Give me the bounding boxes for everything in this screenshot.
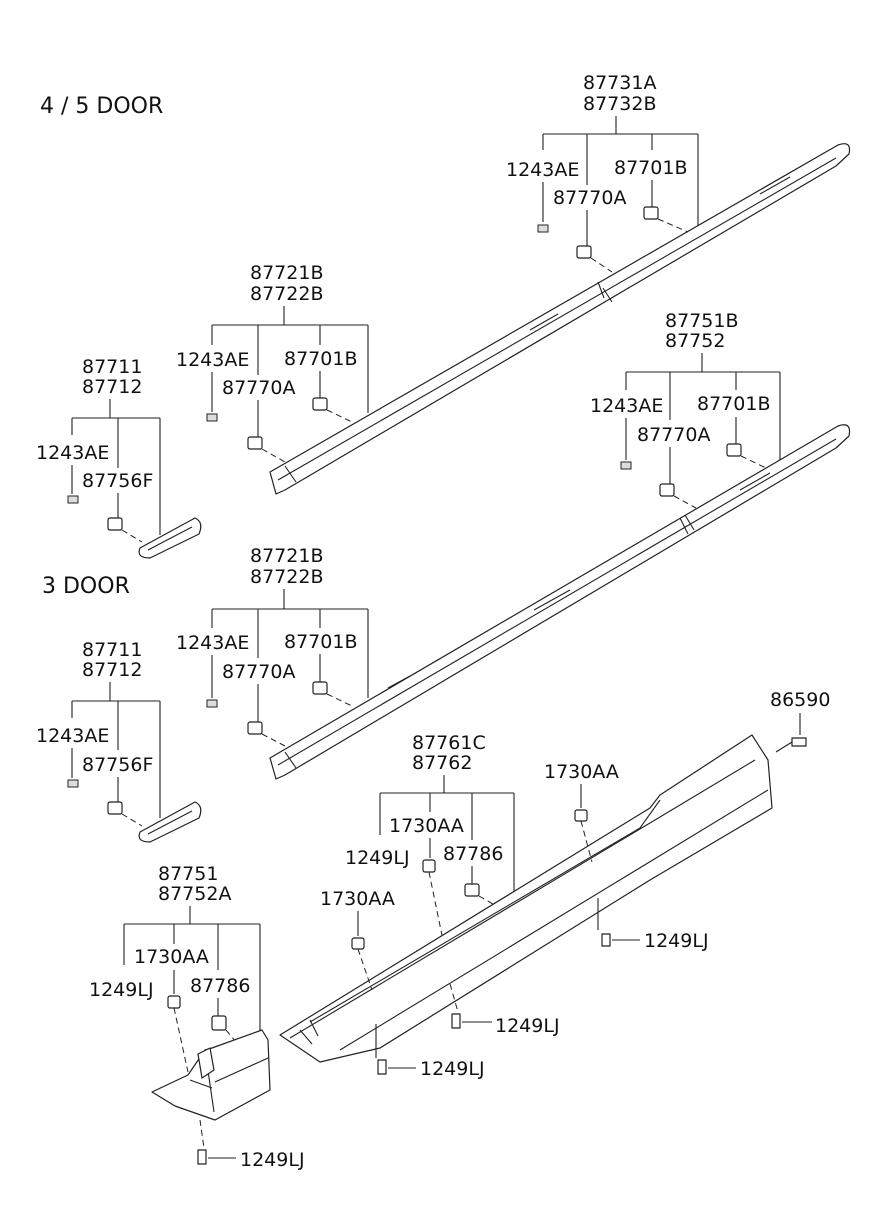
upper-molding	[269, 143, 851, 495]
fastener-label: 87770A	[553, 187, 626, 209]
part-1249lj-b: 1249LJ	[449, 983, 560, 1037]
fastener-label: 1243AE	[176, 349, 249, 371]
fastener-label: 1730AA	[389, 815, 464, 837]
part-label: 87722B	[250, 283, 323, 305]
fastener-label: 87756F	[82, 470, 153, 492]
fastener-label: 1243AE	[176, 632, 249, 654]
part-86590: 86590	[770, 689, 830, 753]
group-87761c: 87761C 87762 1730AA 1249LJ 87786	[345, 732, 515, 946]
fastener-label: 87756F	[82, 754, 153, 776]
group-87721b-upper: 87721B 87722B 1243AE 87770A 87701B	[176, 262, 369, 463]
group-87731a: 87731A 87732B 1243AE 87770A 87701B	[506, 72, 699, 248]
section-title-4-5-door: 4 / 5 DOOR	[40, 94, 163, 119]
fastener-label: 1249LJ	[644, 930, 709, 952]
fastener-clips-g1	[537, 206, 689, 273]
part-label: 87722B	[250, 566, 323, 588]
fastener-label: 1730AA	[134, 946, 209, 968]
part-label: 87732B	[583, 93, 656, 115]
part-label: 87751	[158, 863, 218, 885]
fastener-label: 87770A	[637, 424, 710, 446]
part-1730aa-right: 1730AA	[544, 761, 619, 863]
fastener-label: 1243AE	[506, 159, 579, 181]
fastener-label: 1243AE	[36, 725, 109, 747]
part-label: 87752	[665, 330, 725, 352]
part-1249lj-c: 1249LJ	[375, 1024, 485, 1080]
part-label: 87712	[82, 376, 142, 398]
group-87751b: 87751B 87752 1243AE 87770A 87701B	[590, 310, 781, 509]
fastener-label: 87786	[190, 975, 250, 997]
group-87711-lower: 87711 87712 1243AE 87756F	[36, 639, 202, 843]
part-label: 87751B	[665, 310, 738, 332]
fastener-label: 1249LJ	[89, 979, 154, 1001]
fastener-label: 1249LJ	[495, 1015, 560, 1037]
part-label: 87711	[82, 639, 142, 661]
fastener-label: 1730AA	[320, 888, 395, 910]
fastener-label: 87701B	[697, 393, 770, 415]
fastener-label: 87701B	[614, 157, 687, 179]
fastener-label: 1249LJ	[345, 847, 410, 869]
side-sill-panel	[279, 734, 773, 1063]
section-title-3-door: 3 DOOR	[42, 574, 130, 599]
part-label: 87731A	[583, 72, 656, 94]
fastener-label: 1249LJ	[420, 1058, 485, 1080]
fastener-label: 87701B	[284, 631, 357, 653]
fastener-label: 1249LJ	[240, 1149, 305, 1171]
part-1249lj-a: 1249LJ	[597, 898, 709, 952]
lower-molding	[269, 424, 851, 780]
fastener-label: 87770A	[222, 377, 295, 399]
fastener-label: 87701B	[284, 348, 357, 370]
part-label: 87712	[82, 659, 142, 681]
fastener-label: 1730AA	[544, 761, 619, 783]
part-label: 87752A	[158, 883, 231, 905]
fastener-label: 87770A	[222, 661, 295, 683]
fastener-label: 87786	[443, 843, 503, 865]
part-label: 87711	[82, 356, 142, 378]
fastener-label: 1243AE	[36, 442, 109, 464]
rear-mud-guard	[151, 1029, 271, 1121]
part-label: 87721B	[250, 262, 323, 284]
fastener-label: 1243AE	[590, 395, 663, 417]
group-87721b-lower: 87721B 87722B 1243AE 87770A 87701B	[176, 545, 369, 747]
part-label: 87761C	[412, 732, 486, 754]
part-label: 87721B	[250, 545, 323, 567]
part-label: 87762	[412, 752, 472, 774]
part-1730aa-left: 1730AA	[320, 888, 395, 991]
group-87711-upper: 87711 87712 1243AE 87756F	[36, 356, 202, 559]
group-87751: 87751 87752A 1730AA 1249LJ 87786 1249LJ	[89, 863, 305, 1171]
part-label: 86590	[770, 689, 830, 711]
